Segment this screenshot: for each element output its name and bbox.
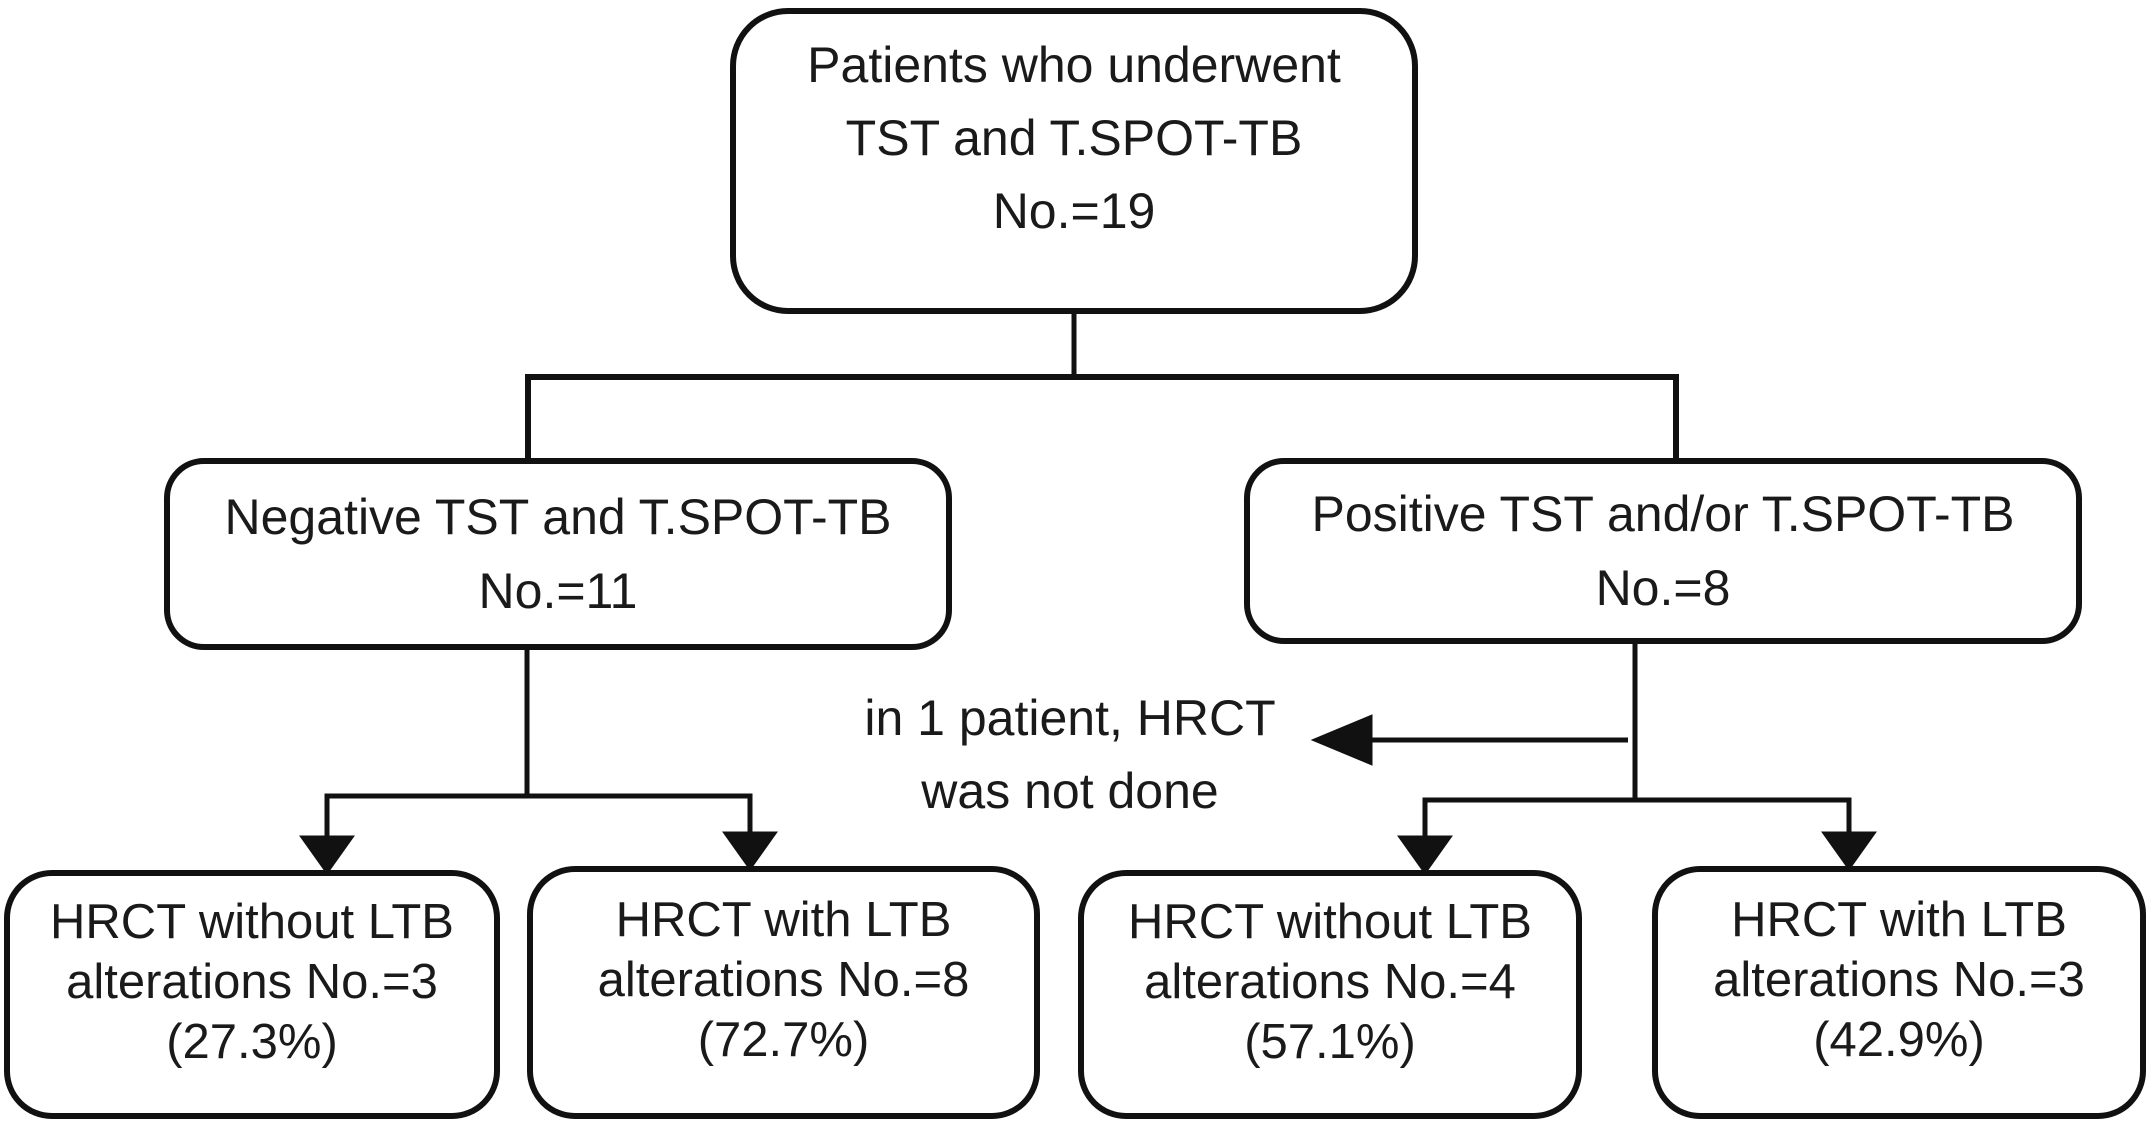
node-patients-root: Patients who underwent TST and T.SPOT-TB… <box>730 8 1418 314</box>
annotation-hrct-not-done: in 1 patient, HRCT was not done <box>810 682 1330 828</box>
node-negative-tst: Negative TST and T.SPOT-TB No.=11 <box>164 458 952 650</box>
arrowhead-positive-without-ltb <box>1397 835 1453 875</box>
node-text-line: alterations No.=3 <box>66 954 438 1009</box>
node-text-line: No.=8 <box>1595 560 1731 616</box>
node-text-line: alterations No.=3 <box>1713 952 2085 1007</box>
annotation-text-line: in 1 patient, HRCT <box>864 690 1276 746</box>
node-text-line: HRCT without LTB <box>50 894 454 949</box>
node-text-line: Patients who underwent <box>807 36 1341 93</box>
node-text-line: TST and T.SPOT-TB <box>845 109 1303 166</box>
connector-level1-branch <box>525 374 1679 460</box>
node-text-line: (27.3%) <box>166 1014 338 1069</box>
node-text-line: alterations No.=8 <box>597 952 970 1007</box>
node-text-line: (72.7%) <box>697 1012 870 1067</box>
node-negative-hrct-with-ltb: HRCT with LTB alterations No.=8 (72.7%) <box>527 866 1040 1119</box>
annotation-text-line: was not done <box>921 763 1219 819</box>
annotation-arrowhead-left <box>1310 714 1373 766</box>
node-positive-tst: Positive TST and/or T.SPOT-TB No.=8 <box>1244 458 2082 644</box>
connector-negative-branch <box>324 793 753 845</box>
node-text-line: (42.9%) <box>1813 1012 1985 1067</box>
node-text-line: HRCT without LTB <box>1128 894 1532 949</box>
node-text-line: HRCT with LTB <box>1731 892 2067 947</box>
node-positive-hrct-without-ltb: HRCT without LTB alterations No.=4 (57.1… <box>1078 870 1582 1119</box>
node-positive-hrct-with-ltb: HRCT with LTB alterations No.=3 (42.9%) <box>1652 866 2146 1119</box>
connector-positive-branch <box>1422 797 1852 845</box>
arrowhead-positive-with-ltb <box>1821 831 1877 871</box>
arrowhead-negative-without-ltb <box>299 835 355 875</box>
node-text-line: HRCT with LTB <box>615 892 952 947</box>
node-negative-hrct-without-ltb: HRCT without LTB alterations No.=3 (27.3… <box>4 870 500 1119</box>
node-text-line: Negative TST and T.SPOT-TB <box>224 489 892 545</box>
node-text-line: alterations No.=4 <box>1144 954 1516 1009</box>
node-text-line: (57.1%) <box>1244 1014 1416 1069</box>
node-text-line: Positive TST and/or T.SPOT-TB <box>1311 486 2015 542</box>
node-text-line: No.=19 <box>992 182 1156 239</box>
node-text-line: No.=11 <box>478 563 638 619</box>
arrowhead-negative-with-ltb <box>722 831 778 871</box>
